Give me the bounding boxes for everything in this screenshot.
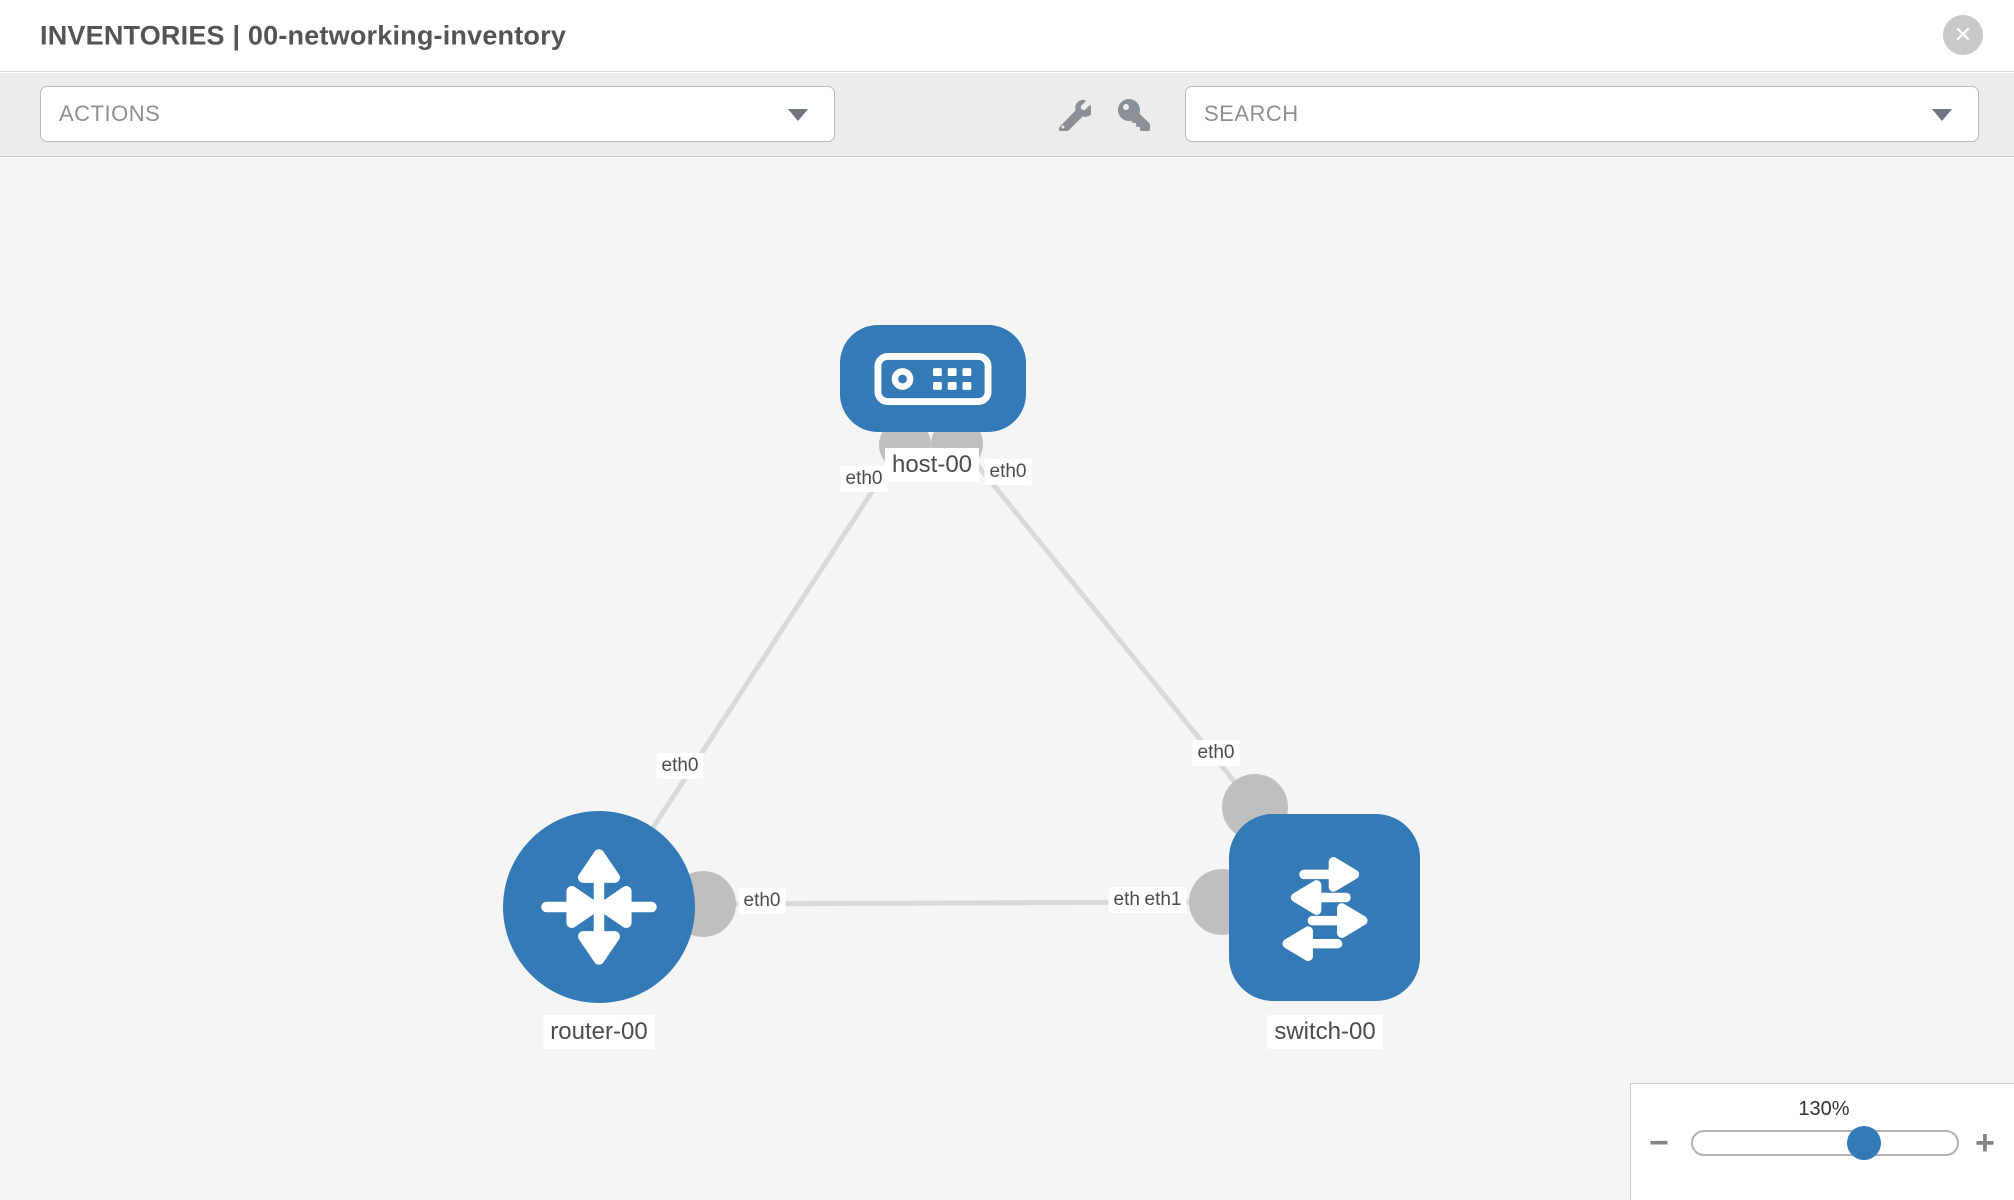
actions-dropdown[interactable]: ACTIONS	[40, 86, 835, 142]
chevron-down-icon	[788, 109, 808, 121]
actions-dropdown-label: ACTIONS	[59, 101, 161, 126]
topology-canvas[interactable]: host-00 router-00 switch-00 eth0 eth0 et…	[0, 158, 2014, 1200]
search-placeholder: SEARCH	[1204, 101, 1299, 126]
close-icon: ✕	[1953, 22, 1973, 47]
iface-label-host-eth0-left: eth0	[840, 466, 888, 492]
iface-label-link-host-router: eth0	[656, 753, 704, 779]
node-label-switch-00: switch-00	[1267, 1015, 1383, 1049]
links-layer	[627, 418, 1288, 937]
zoom-panel: 130% − +	[1630, 1083, 2014, 1200]
node-host-00[interactable]	[840, 325, 1026, 432]
iface-label-switch-eth1: eth1	[1139, 887, 1187, 913]
iface-label-router-eth0: eth0	[738, 888, 786, 914]
credentials-button[interactable]	[1112, 93, 1156, 137]
node-switch-00[interactable]	[1229, 814, 1420, 1001]
node-label-host-00: host-00	[884, 448, 980, 482]
node-router-00[interactable]	[503, 811, 695, 1003]
switch-icon	[1281, 856, 1368, 961]
chevron-down-icon	[1932, 109, 1952, 121]
zoom-out-button[interactable]: −	[1649, 1124, 1669, 1162]
host-icon	[874, 352, 992, 405]
iface-label-link-host-switch: eth0	[1192, 740, 1240, 766]
router-icon	[541, 849, 657, 965]
link-host-router	[627, 439, 908, 865]
iface-label-host-eth0-right: eth0	[984, 459, 1032, 485]
close-button[interactable]: ✕	[1943, 15, 1983, 55]
search-dropdown[interactable]: SEARCH	[1185, 86, 1979, 142]
configure-button[interactable]	[1053, 93, 1097, 137]
zoom-slider-thumb[interactable]	[1847, 1126, 1881, 1160]
node-label-router-00: router-00	[543, 1015, 655, 1049]
zoom-in-button[interactable]: +	[1975, 1124, 1995, 1162]
page-header: INVENTORIES | 00-networking-inventory ✕	[0, 0, 2014, 72]
zoom-level-readout: 130%	[1798, 1098, 1850, 1120]
toolbar: ACTIONS SEARCH	[0, 73, 2014, 157]
page-title: INVENTORIES | 00-networking-inventory	[40, 20, 567, 50]
key-icon	[1118, 98, 1150, 131]
zoom-slider-track[interactable]	[1691, 1130, 1959, 1156]
wrench-icon	[1059, 99, 1091, 131]
